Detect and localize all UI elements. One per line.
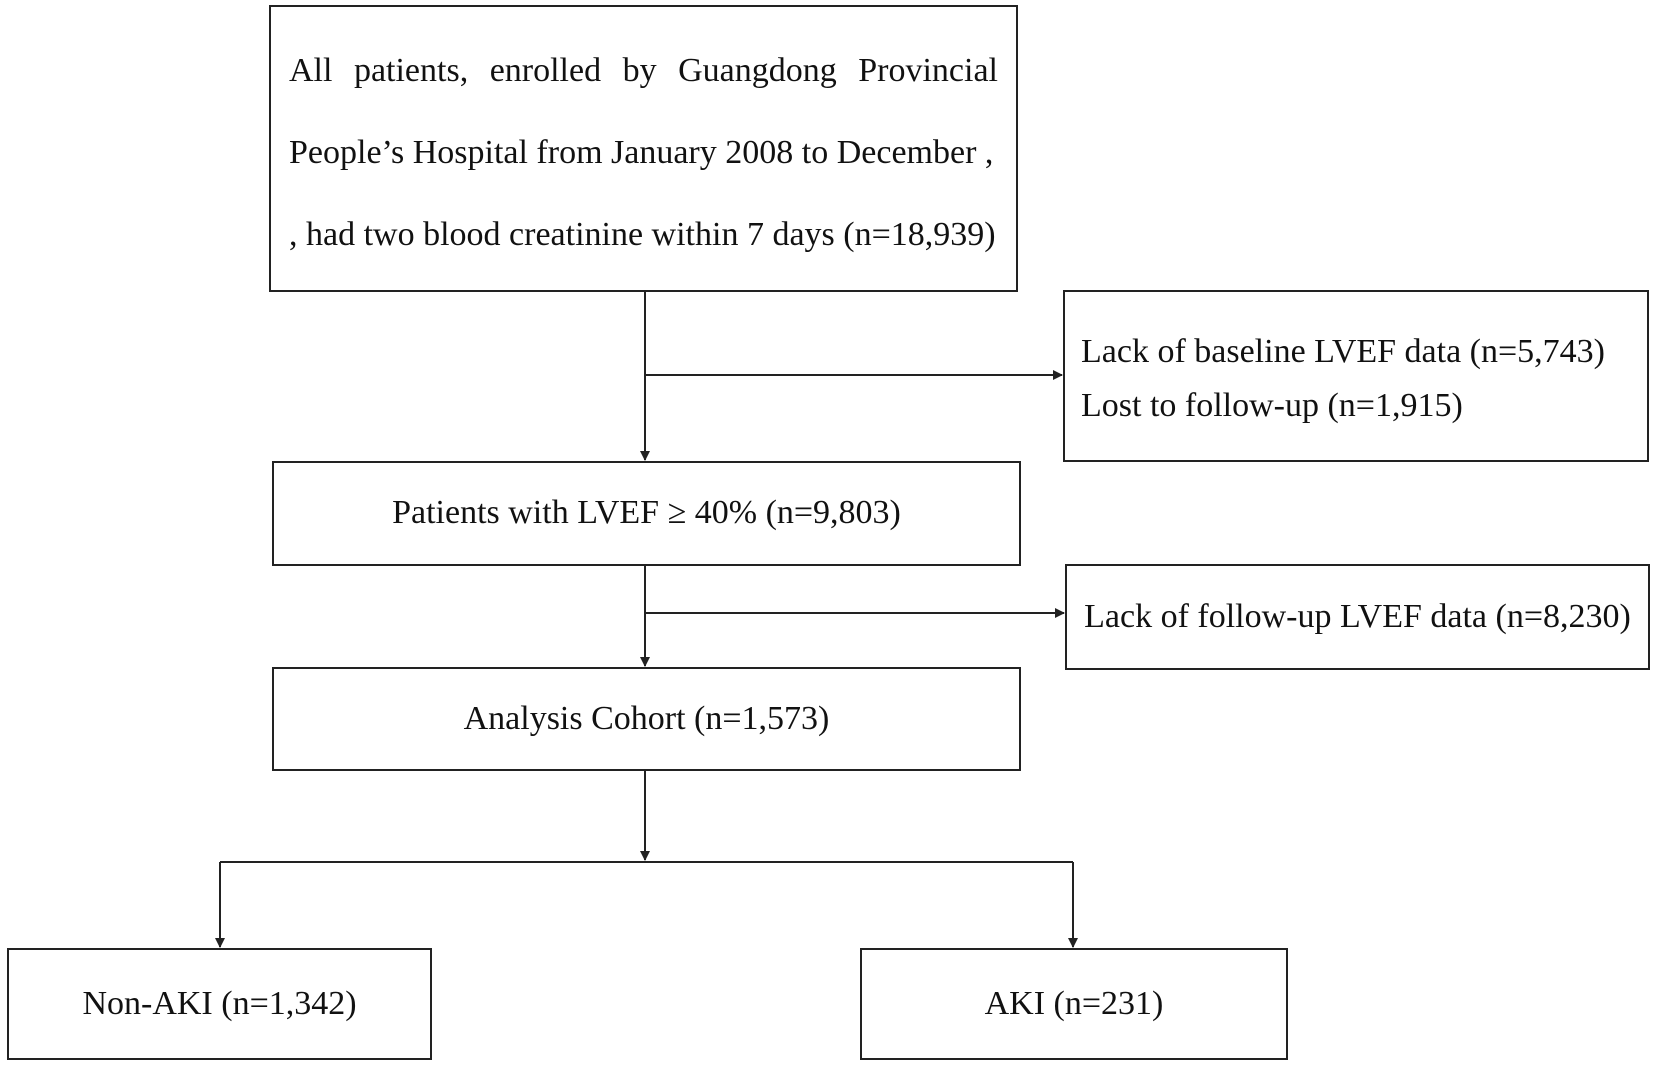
enrollment-line-2: People’s Hospital from January 2008 to D… xyxy=(289,134,994,171)
exclusion-1-line-2: Lost to follow-up (n=1,915) xyxy=(1081,387,1463,424)
exclusion-box-followup: Lack of follow-up LVEF data (n=8,230) xyxy=(1065,564,1650,670)
aki-box: AKI (n=231) xyxy=(860,948,1288,1060)
enrollment-line-1: All patients, enrolled by Guangdong Prov… xyxy=(289,52,998,89)
analysis-cohort-box: Analysis Cohort (n=1,573) xyxy=(272,667,1021,771)
non-aki-label: Non-AKI (n=1,342) xyxy=(82,984,357,1022)
exclusion-2-label: Lack of follow-up LVEF data (n=8,230) xyxy=(1084,597,1631,635)
lvef-patients-box: Patients with LVEF ≥ 40% (n=9,803) xyxy=(272,461,1021,566)
exclusion-1-line-1: Lack of baseline LVEF data (n=5,743) xyxy=(1081,333,1605,370)
enrollment-box: All patients, enrolled by Guangdong Prov… xyxy=(269,5,1018,292)
enrollment-line-3: , had two blood creatinine within 7 days… xyxy=(289,216,996,253)
exclusion-box-baseline: Lack of baseline LVEF data (n=5,743) Los… xyxy=(1063,290,1649,462)
non-aki-box: Non-AKI (n=1,342) xyxy=(7,948,432,1060)
lvef-patients-label: Patients with LVEF ≥ 40% (n=9,803) xyxy=(392,494,901,532)
aki-label: AKI (n=231) xyxy=(984,984,1164,1022)
analysis-cohort-label: Analysis Cohort (n=1,573) xyxy=(463,699,830,737)
